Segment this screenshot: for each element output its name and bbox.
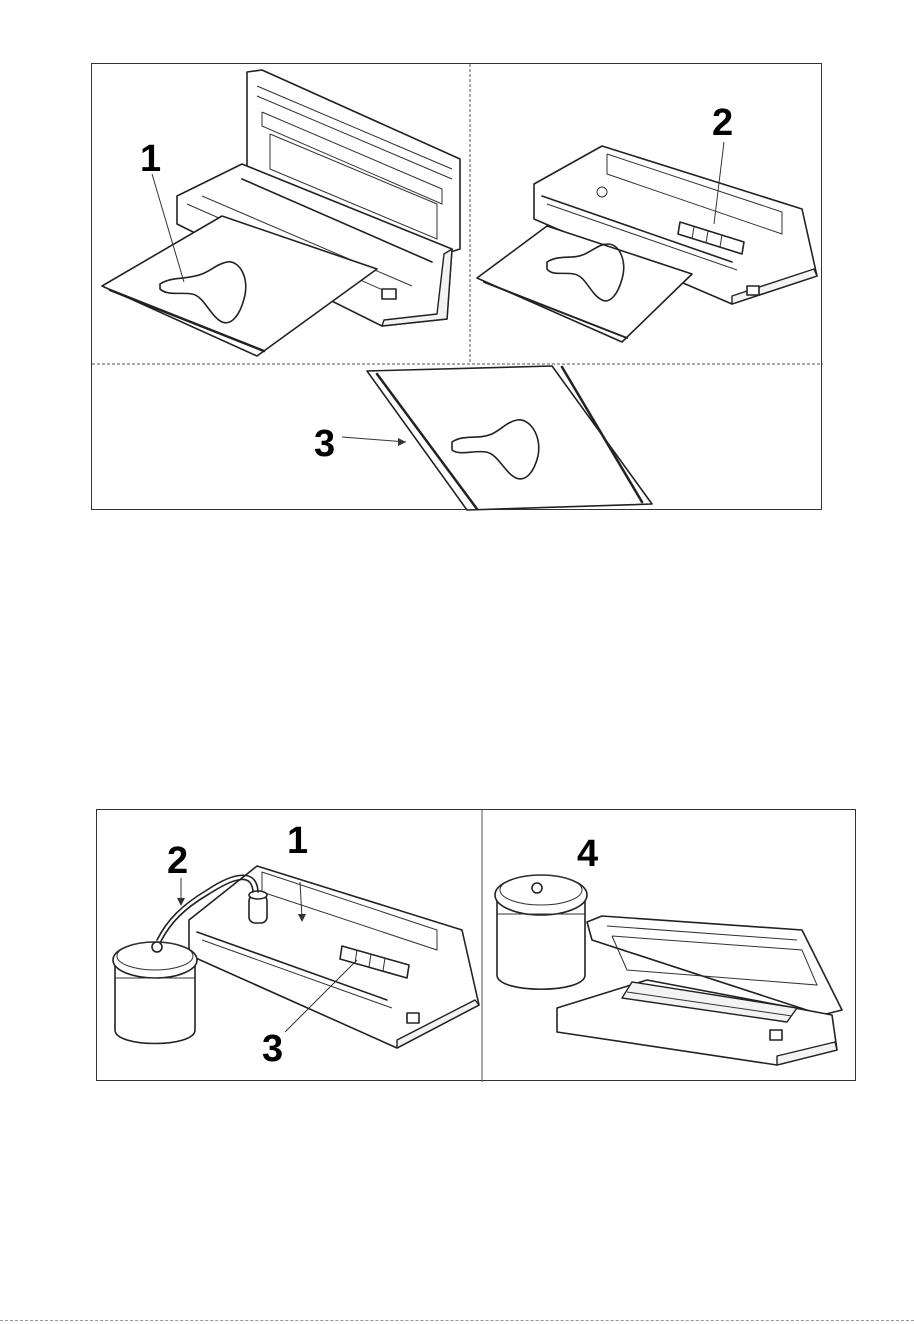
panel-canister-connected [113, 866, 479, 1048]
leader-3-arrowhead [398, 438, 406, 446]
bottom-figure-drawing [97, 810, 857, 1082]
callout-b1: 1 [287, 822, 308, 860]
canister [113, 942, 197, 1044]
bottom-figure: 2 1 3 4 [96, 809, 856, 1081]
panel-close-lid-press-button [477, 142, 817, 342]
canister-valve [152, 942, 162, 952]
callout-b3: 3 [262, 1030, 283, 1068]
sealer-release-button-2 [747, 286, 759, 295]
panel-insert-bag [102, 70, 460, 356]
release-button-bottom-2 [770, 1030, 782, 1040]
callout-3: 3 [314, 425, 335, 463]
callout-b2: 2 [167, 842, 188, 880]
canister-valve-2 [532, 883, 542, 893]
top-figure: 1 2 3 [91, 63, 822, 510]
leader-3 [342, 437, 406, 442]
sealed-bag [367, 366, 652, 510]
panel-canister-detached [495, 875, 842, 1065]
sealer-release-button [382, 289, 396, 299]
page-bottom-rule [0, 1320, 914, 1321]
panel-sealed-bag [342, 366, 652, 510]
hose-connector [249, 891, 267, 923]
callout-2: 2 [712, 104, 733, 142]
callout-1: 1 [140, 140, 161, 178]
release-button-bottom [407, 1013, 419, 1023]
canister-2 [495, 875, 587, 989]
callout-b4: 4 [577, 835, 598, 873]
